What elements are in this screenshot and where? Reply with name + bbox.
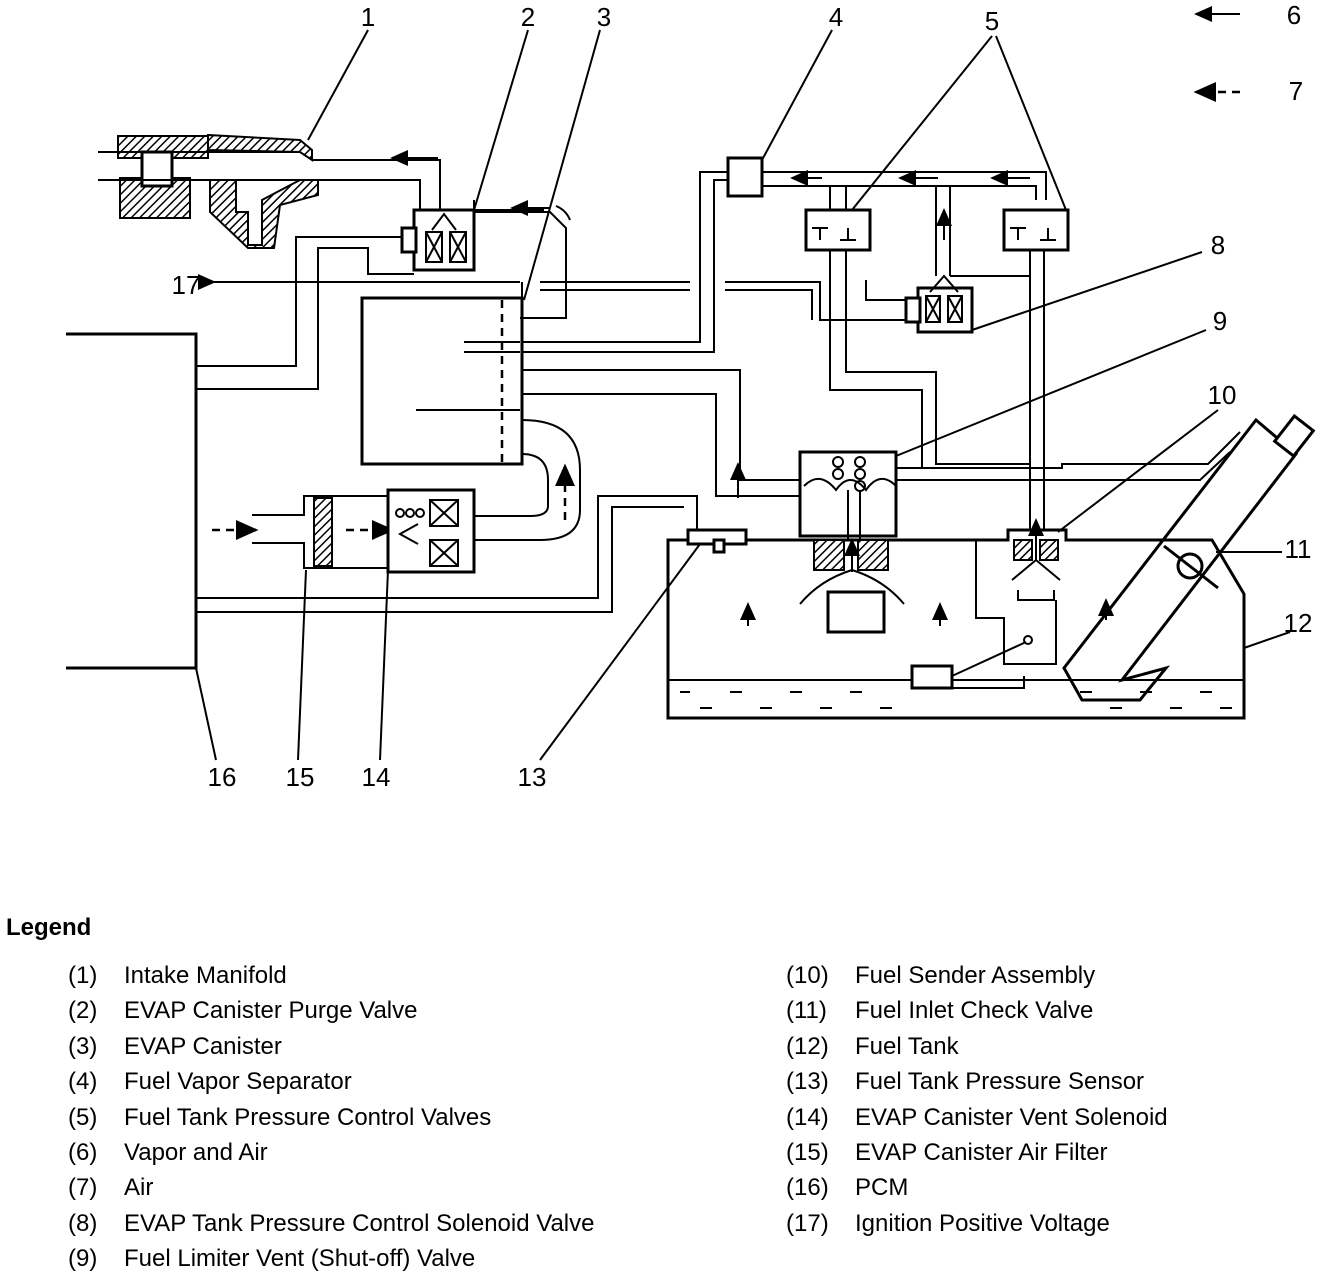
legend-number: (14) — [786, 1103, 829, 1131]
purge-valve — [400, 200, 571, 319]
legend-item: (5) Fuel Tank Pressure Control Valves — [68, 1104, 594, 1139]
callout-5: 5 — [985, 6, 999, 36]
legend-number: (13) — [786, 1068, 829, 1096]
callout-7: 7 — [1289, 76, 1303, 106]
legend-title: Legend — [6, 914, 92, 941]
legend-number: (11) — [786, 997, 827, 1025]
legend-item: (4) Fuel Vapor Separator — [68, 1068, 594, 1103]
legend-item: (16) PCM — [786, 1174, 1168, 1209]
fuel-tank — [666, 528, 1246, 720]
fuel-tank-pressure-sensor — [686, 528, 748, 554]
legend-number: (16) — [786, 1174, 829, 1202]
legend-label: Vapor and Air — [124, 1138, 268, 1166]
legend-item: (14) EVAP Canister Vent Solenoid — [786, 1104, 1168, 1139]
callout-4: 4 — [829, 2, 843, 32]
callout-3: 3 — [597, 2, 611, 32]
legend-number: (4) — [68, 1068, 98, 1096]
legend-right-column: (10) Fuel Sender Assembly (11) Fuel Inlet … — [786, 962, 1168, 1245]
legend-label: Fuel Vapor Separator — [124, 1068, 352, 1096]
legend-item: (10) Fuel Sender Assembly — [786, 962, 1168, 997]
evap-system-diagram: 1 2 3 4 5 6 7 8 9 10 11 12 13 14 15 16 1… — [66, 0, 1316, 792]
legend-number: (6) — [68, 1138, 98, 1166]
flow-legend-arrows — [1193, 6, 1240, 102]
callout-10: 10 — [1208, 380, 1237, 410]
legend-label: Fuel Inlet Check Valve — [855, 997, 1094, 1025]
legend-item: (1) Intake Manifold — [68, 962, 594, 997]
pcm — [66, 332, 198, 670]
callout-11: 11 — [1285, 534, 1312, 564]
legend-label: EVAP Tank Pressure Control Solenoid Valv… — [124, 1209, 595, 1237]
legend-label: Intake Manifold — [124, 962, 287, 989]
legend-item: (15) EVAP Canister Air Filter — [786, 1139, 1168, 1174]
callout-1: 1 — [361, 2, 375, 32]
legend-number: (9) — [68, 1245, 98, 1273]
legend-label: EVAP Canister Purge Valve — [124, 997, 418, 1025]
pressure-control-valve-right — [950, 208, 1070, 530]
legend-number: (15) — [786, 1138, 829, 1166]
legend-label: Fuel Tank — [855, 1032, 959, 1060]
fuel-limiter-vent-valve — [798, 431, 1241, 540]
legend-number: (10) — [786, 962, 829, 989]
legend-label: Fuel Tank Pressure Sensor — [855, 1068, 1145, 1096]
callout-12: 12 — [1284, 608, 1313, 638]
legend-item: (6) Vapor and Air — [68, 1139, 594, 1174]
evap-canister — [360, 171, 800, 541]
callout-13: 13 — [518, 762, 547, 792]
legend-item: (3) EVAP Canister — [68, 1033, 594, 1068]
legend-number: (17) — [786, 1209, 829, 1237]
pressure-control-valve-left — [804, 208, 1030, 469]
callout-2: 2 — [521, 2, 535, 32]
limiter-valve-mount — [799, 538, 905, 634]
vent-solenoid — [386, 488, 476, 574]
legend-item: (11) Fuel Inlet Check Valve — [786, 997, 1168, 1032]
legend-label: Fuel Tank Pressure Control Valves — [124, 1103, 492, 1131]
legend-label: EVAP Canister — [124, 1032, 282, 1060]
callout-16: 16 — [208, 762, 237, 792]
leader-lines — [195, 29, 1291, 761]
legend-item: (7) Air — [68, 1174, 594, 1209]
legend-number: (12) — [786, 1032, 829, 1060]
legend-label: PCM — [855, 1174, 909, 1202]
legend-label: Fuel Limiter Vent (Shut-off) Valve — [124, 1245, 476, 1273]
callout-17: 17 — [172, 270, 201, 300]
legend-label: EVAP Canister Vent Solenoid — [855, 1103, 1168, 1131]
tank-pressure-control-solenoid — [865, 274, 974, 334]
callout-15: 15 — [286, 762, 315, 792]
legend-item: (2) EVAP Canister Purge Valve — [68, 997, 594, 1032]
legend-item: (8) EVAP Tank Pressure Control Solenoid V… — [68, 1210, 594, 1245]
fuel-sender-assembly — [910, 518, 1061, 690]
legend-label: EVAP Canister Air Filter — [855, 1138, 1108, 1166]
legend-label: Ignition Positive Voltage — [855, 1209, 1110, 1237]
legend-item: (12) Fuel Tank — [786, 1033, 1168, 1068]
callout-6: 6 — [1287, 0, 1301, 30]
legend-item: (17) Ignition Positive Voltage — [786, 1210, 1168, 1245]
legend-number: (5) — [68, 1103, 98, 1131]
air-filter — [212, 495, 395, 569]
purge-line — [312, 150, 441, 210]
fuel-fill-pipe — [1062, 413, 1316, 702]
legend-number: (7) — [68, 1174, 98, 1202]
legend-number: (3) — [68, 1032, 98, 1060]
legend-label: Air — [124, 1174, 154, 1202]
legend-item: (13) Fuel Tank Pressure Sensor — [786, 1068, 1168, 1103]
callout-8: 8 — [1211, 230, 1225, 260]
legend-left-column: (1) Intake Manifold (2) EVAP Canister Purg… — [68, 962, 594, 1281]
legend-item: (9) Fuel Limiter Vent (Shut-off) Valve — [68, 1245, 594, 1280]
legend-label: Fuel Sender Assembly — [855, 962, 1096, 989]
intake-manifold — [98, 133, 319, 249]
callout-9: 9 — [1213, 306, 1227, 336]
callout-labels: 1 2 3 4 5 6 7 8 9 10 11 12 13 14 15 16 1… — [172, 0, 1313, 792]
pcm-wiring — [196, 236, 698, 613]
legend-number: (2) — [68, 997, 98, 1025]
legend-number: (1) — [68, 962, 98, 989]
callout-14: 14 — [362, 762, 391, 792]
fuel-vapor-separator — [726, 156, 1047, 276]
legend-number: (8) — [68, 1209, 98, 1237]
